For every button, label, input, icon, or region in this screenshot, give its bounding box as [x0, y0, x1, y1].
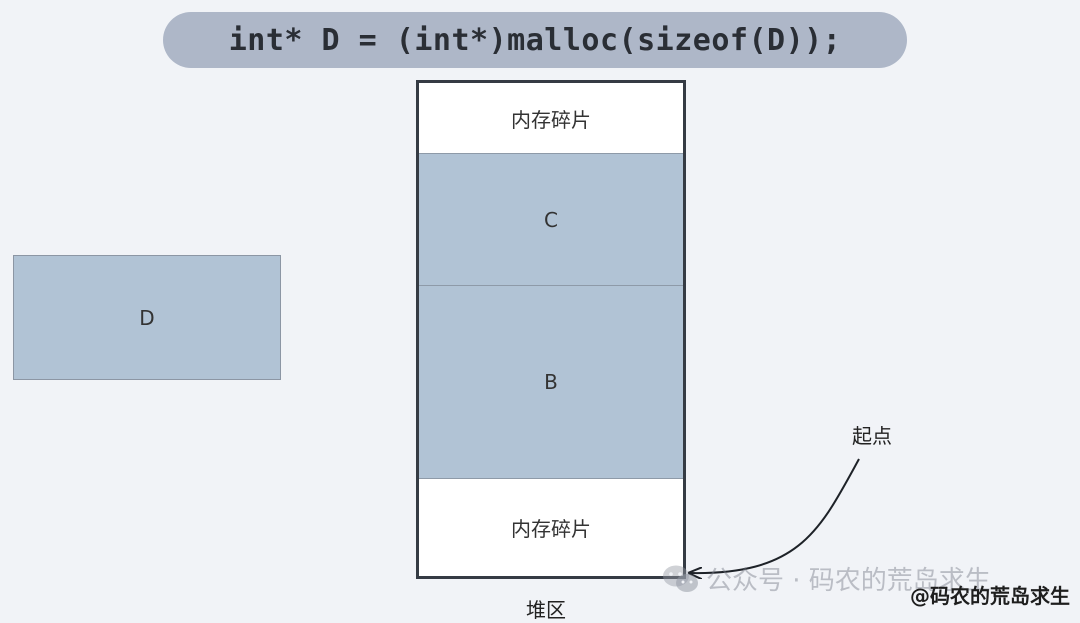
watermark: 公众号 · 码农的荒岛求生 — [662, 560, 991, 597]
memory-block-b: B — [419, 286, 683, 479]
start-pointer-curve — [690, 458, 860, 573]
memory-block-d: D — [13, 255, 281, 380]
memory-block-d-label: D — [139, 305, 155, 330]
memory-block-c-label: C — [544, 207, 558, 232]
memory-fragment-bottom-label: 内存碎片 — [511, 517, 591, 541]
memory-block-b-label: B — [544, 370, 558, 394]
wechat-icon — [662, 564, 700, 594]
heap-label: 堆区 — [526, 598, 566, 622]
memory-fragment-top: 内存碎片 — [419, 83, 683, 153]
code-line: int* D = (int*)malloc(sizeof(D)); — [228, 22, 842, 58]
start-pointer-label: 起点 — [852, 424, 892, 448]
watermark-text: 公众号 · 码农的荒岛求生 — [706, 566, 991, 596]
heap-container: 内存碎片 C B 内存碎片 — [416, 80, 686, 579]
author-credit: @码农的荒岛求生 — [910, 584, 1070, 608]
memory-fragment-top-label: 内存碎片 — [511, 107, 591, 132]
memory-fragment-bottom: 内存碎片 — [419, 479, 683, 576]
code-banner: int* D = (int*)malloc(sizeof(D)); — [163, 12, 907, 68]
memory-block-c: C — [419, 153, 683, 286]
